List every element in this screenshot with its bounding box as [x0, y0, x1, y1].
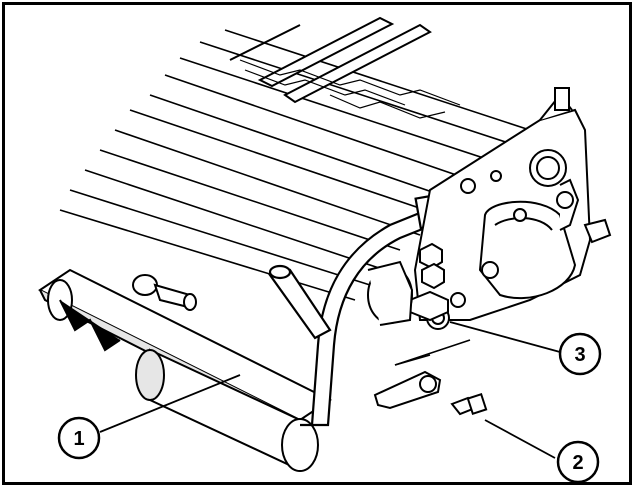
bolt	[450, 392, 488, 416]
top-rail	[229, 16, 432, 104]
lower-arm	[373, 339, 471, 410]
callout-3: 3	[558, 332, 602, 376]
mounting-nuts	[409, 242, 466, 330]
callout-2-label: 2	[572, 452, 583, 474]
reel-blades	[239, 59, 461, 119]
callout-3-label: 3	[574, 344, 585, 366]
left-knob	[132, 274, 197, 311]
front-roller	[38, 268, 332, 472]
callout-2: 2	[556, 440, 600, 484]
callout-1: 1	[57, 416, 101, 460]
hydraulic-motor	[478, 178, 612, 300]
bearing-housing	[367, 260, 414, 326]
leader-lines	[99, 321, 561, 459]
reel-housing	[59, 29, 546, 301]
callout-1-label: 1	[73, 428, 84, 450]
